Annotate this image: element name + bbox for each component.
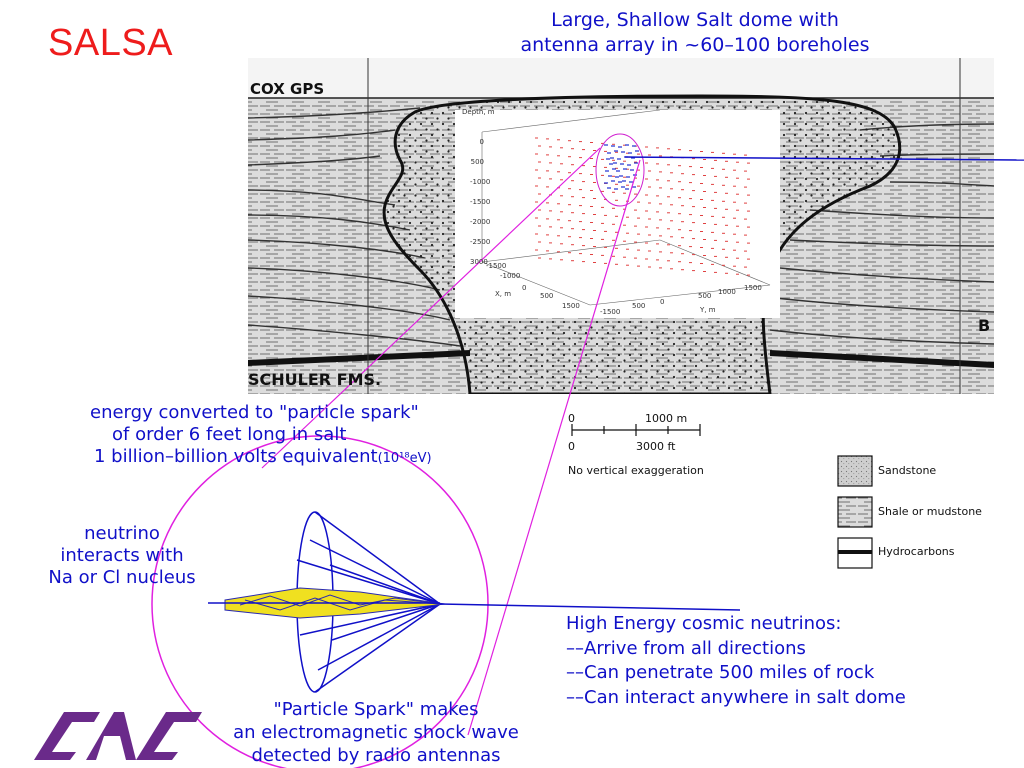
shock-line-2: an electromagnetic shock wave xyxy=(233,722,519,743)
depth-tick: 500 xyxy=(470,158,484,166)
headline-line-1: Large, Shallow Salt dome with xyxy=(551,9,839,31)
shock-wave-cone xyxy=(296,511,441,693)
y-tick: 500 xyxy=(698,292,712,300)
schuler-fms-label: SCHULER FMS. xyxy=(248,370,382,389)
cosmic-line-1: High Energy cosmic neutrinos: xyxy=(566,613,842,634)
depth-tick: -1000 xyxy=(470,178,491,186)
depth-tick: 0 xyxy=(479,138,484,146)
shock-line-3: detected by radio antennas xyxy=(251,745,501,766)
cosmic-line-3: ––Can penetrate 500 miles of rock xyxy=(566,662,875,683)
scale-note: No vertical exaggeration xyxy=(568,464,704,477)
cosmic-annotation: High Energy cosmic neutrinos: ––Arrive f… xyxy=(566,612,906,710)
scale-bottom-left: 0 xyxy=(568,440,575,453)
zoom-line-left xyxy=(261,147,601,469)
depth-tick: -1500 xyxy=(470,198,491,206)
scale-top-right: 1000 m xyxy=(645,412,688,425)
neutrino-track-outgoing xyxy=(439,603,741,611)
b-label: B xyxy=(978,316,991,335)
zoom-line-right xyxy=(467,159,641,736)
y-tick: 1500 xyxy=(744,284,762,292)
spark-line-3: 1 billion–billion volts equivalent xyxy=(94,446,378,467)
legend-swatch-shale xyxy=(837,496,873,528)
borehole-plot xyxy=(481,109,771,306)
headline-line-2: antenna array in ~60–100 boreholes xyxy=(520,34,870,56)
y-tick: 500 xyxy=(632,302,646,310)
y-tick: 1000 xyxy=(718,288,736,296)
spark-annotation: energy converted to "particle spark" of … xyxy=(90,402,432,470)
neutrino-track-top xyxy=(624,156,1024,161)
x-tick: 0 xyxy=(522,284,527,292)
event-cluster xyxy=(595,133,645,207)
slide-title: SALSA xyxy=(48,22,174,64)
antenna-grid xyxy=(535,137,750,276)
depth-tick: -2500 xyxy=(470,238,491,246)
legend-swatches xyxy=(837,455,873,569)
y-tick: -1500 xyxy=(600,308,621,316)
spark-energy: (10¹⁸eV) xyxy=(377,451,432,466)
cosmic-line-4: ––Can interact anywhere in salt dome xyxy=(566,686,906,708)
depth-tick: 3000 xyxy=(470,258,488,266)
cosmic-line-2: ––Arrive from all directions xyxy=(566,637,806,659)
neutrino-line-1: neutrino xyxy=(84,523,160,544)
x-tick: -1500 xyxy=(486,262,507,270)
scale-top-left: 0 xyxy=(568,412,575,425)
legend-label-shale: Shale or mudstone xyxy=(878,505,982,518)
spark-line-2: of order 6 feet long in salt xyxy=(112,424,347,445)
borehole-plot-panel xyxy=(455,110,780,318)
shock-annotation: "Particle Spark" makes an electromagneti… xyxy=(168,698,584,767)
x-axis-label: X, m xyxy=(495,290,512,298)
neutrino-line-2: interacts with xyxy=(60,545,184,566)
legend-label-hydrocarbons: Hydrocarbons xyxy=(878,545,955,558)
cac-logo xyxy=(34,712,202,760)
legend-label-sandstone: Sandstone xyxy=(878,464,937,477)
y-axis-label: Y, m xyxy=(700,306,716,314)
scale-bottom-right: 3000 ft xyxy=(636,440,676,453)
cox-gps-label: COX GPS xyxy=(250,80,325,98)
spark-line-1: energy converted to "particle spark" xyxy=(90,402,419,423)
scale-bar xyxy=(571,424,701,436)
plot-depth-label: Depth, m xyxy=(462,108,495,116)
zoom-circle xyxy=(151,435,489,768)
shock-line-1: "Particle Spark" makes xyxy=(273,699,479,720)
depth-tick: -2000 xyxy=(470,218,491,226)
legend-swatch-sandstone xyxy=(837,455,873,487)
x-tick: 500 xyxy=(540,292,554,300)
x-tick: -1000 xyxy=(500,272,521,280)
y-tick: 0 xyxy=(660,298,665,306)
x-tick: 1500 xyxy=(562,302,580,310)
neutrino-line-3: Na or Cl nucleus xyxy=(48,567,196,588)
neutrino-annotation: neutrino interacts with Na or Cl nucleus xyxy=(22,523,222,589)
plot-depth-ticks: 0 500 -1000 -1500 -2000 -2500 3000 xyxy=(470,132,491,272)
headline: Large, Shallow Salt dome with antenna ar… xyxy=(470,8,920,58)
